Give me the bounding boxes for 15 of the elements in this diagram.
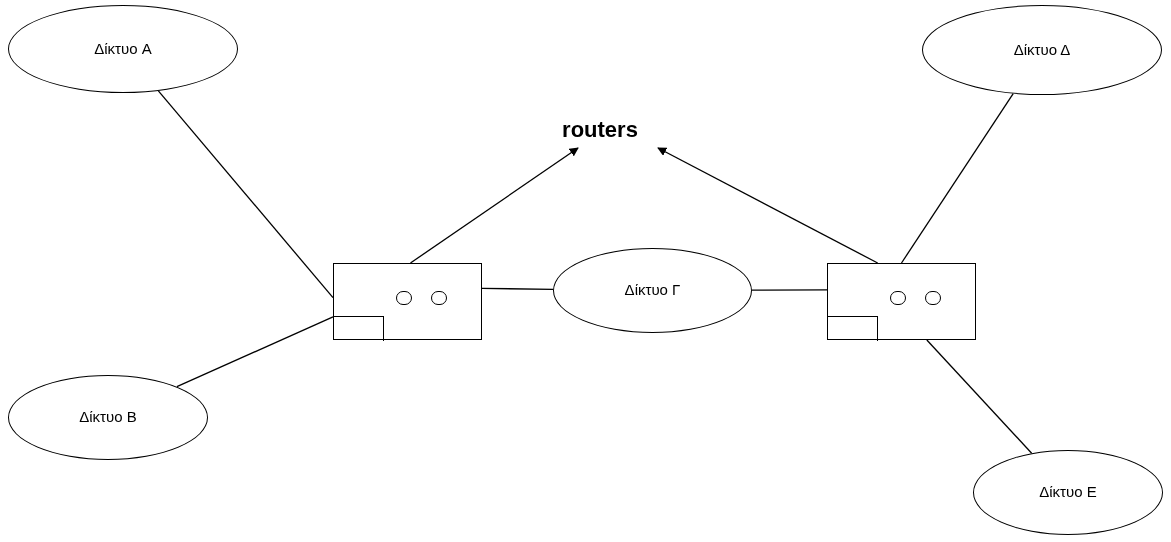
connector-line [481, 287, 554, 290]
connector-line [751, 289, 828, 291]
router-box [827, 263, 976, 340]
network-label: Δίκτυο B [79, 407, 137, 428]
connector-line [176, 316, 334, 388]
arrow [409, 147, 579, 264]
arrow [657, 147, 879, 264]
connector-line [926, 339, 1033, 454]
network-label: Δίκτυο Δ [1013, 39, 1071, 60]
router-box [333, 263, 482, 340]
network-label: Δίκτυο E [1039, 482, 1097, 503]
network-label: Δίκτυο Γ [624, 280, 681, 301]
network-label: Δίκτυο A [94, 38, 152, 59]
connector-line [900, 93, 1014, 264]
routers-label: routers [550, 110, 650, 148]
